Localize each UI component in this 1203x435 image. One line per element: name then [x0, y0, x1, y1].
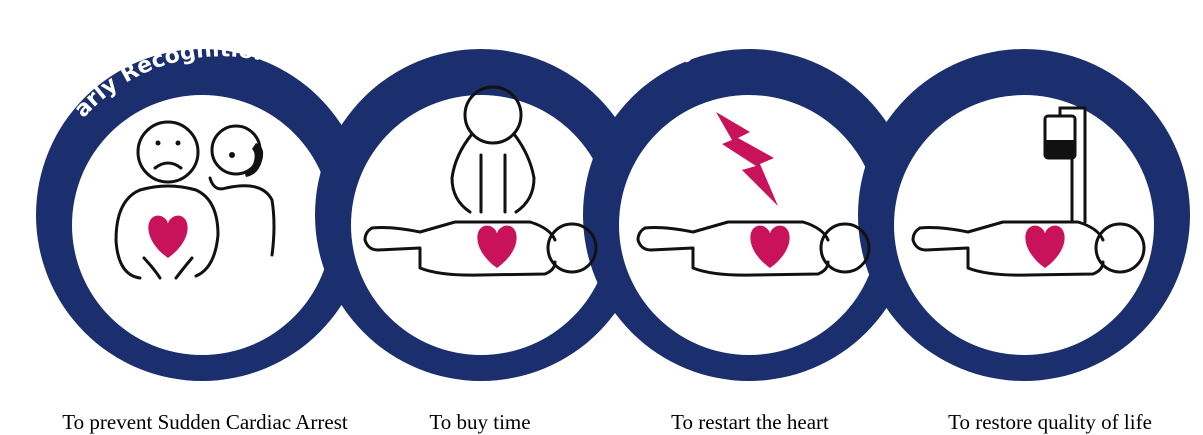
- link-caption-2: To buy time: [380, 410, 580, 435]
- ring-link-4: [858, 49, 1190, 381]
- link-caption-1: To prevent Sudden Cardiac Arrest: [20, 410, 390, 435]
- link-caption-4: To restore quality of life: [900, 410, 1200, 435]
- chain-of-survival-diagram: Early Recognition and Call Early CPR Ear…: [0, 0, 1203, 405]
- link-caption-3: To restart the heart: [650, 410, 850, 435]
